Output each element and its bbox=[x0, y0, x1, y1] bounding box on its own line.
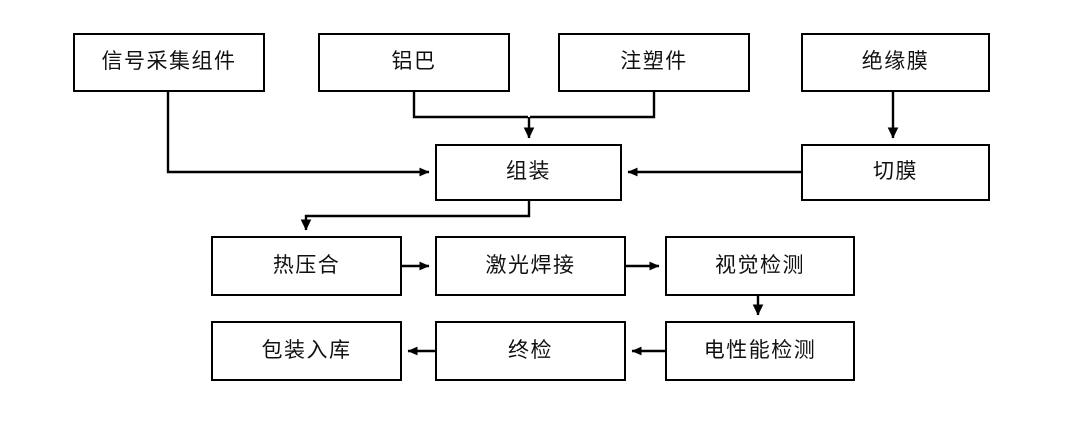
node-label: 注塑件 bbox=[620, 49, 688, 73]
connector-e-aluminum-merge bbox=[412, 92, 528, 119]
node-label: 铝巴 bbox=[391, 49, 437, 73]
connector-e-injection-merge bbox=[530, 92, 656, 119]
node-label: 激光焊接 bbox=[485, 252, 576, 277]
node-label: 包装入库 bbox=[261, 337, 352, 362]
node-insulating-film[interactable]: 绝缘膜 bbox=[801, 33, 990, 92]
node-injection-part[interactable]: 注塑件 bbox=[558, 33, 750, 92]
connector-e-assembly-hot bbox=[300, 201, 531, 231]
node-aluminum-bar[interactable]: 铝巴 bbox=[318, 33, 510, 92]
node-assembly[interactable]: 组装 bbox=[435, 144, 622, 201]
connector-e-signal-assembly bbox=[166, 92, 430, 177]
node-final-inspection[interactable]: 终检 bbox=[435, 321, 626, 381]
node-label: 热压合 bbox=[272, 252, 341, 277]
node-packaging-warehousing[interactable]: 包装入库 bbox=[211, 321, 402, 381]
node-hot-pressing[interactable]: 热压合 bbox=[211, 236, 402, 296]
node-electrical-test[interactable]: 电性能检测 bbox=[665, 321, 855, 381]
node-visual-inspection[interactable]: 视觉检测 bbox=[665, 236, 855, 296]
node-label: 终检 bbox=[508, 337, 553, 362]
node-label: 切膜 bbox=[873, 159, 918, 183]
node-label: 电性能检测 bbox=[703, 337, 817, 362]
node-label: 视觉检测 bbox=[715, 252, 805, 277]
node-laser-welding[interactable]: 激光焊接 bbox=[435, 236, 626, 296]
node-label: 组装 bbox=[506, 159, 551, 183]
node-label: 绝缘膜 bbox=[861, 49, 930, 73]
node-signal-assembly[interactable]: 信号采集组件 bbox=[73, 33, 265, 92]
node-label: 信号采集组件 bbox=[101, 49, 237, 73]
node-film-cutting[interactable]: 切膜 bbox=[801, 144, 990, 201]
